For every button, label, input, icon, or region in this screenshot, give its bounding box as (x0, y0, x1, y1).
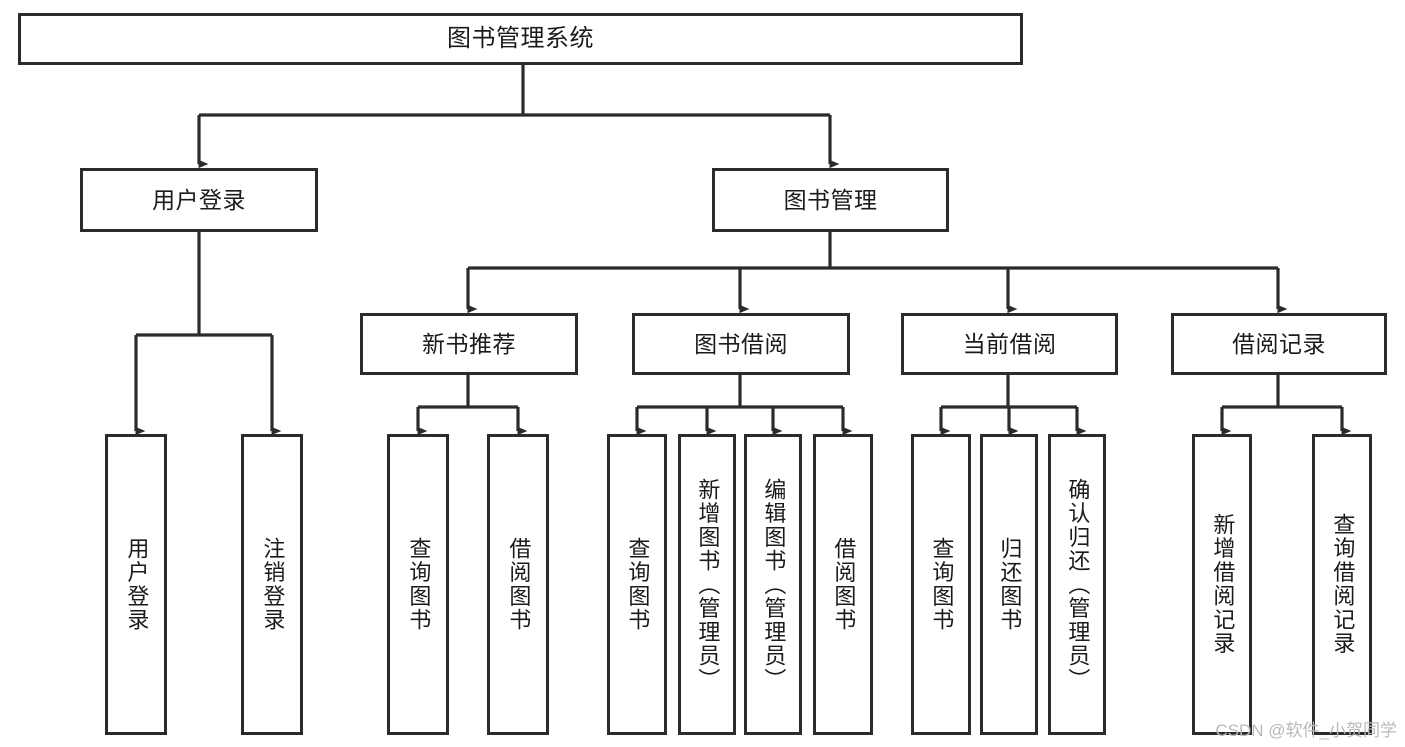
leaf-current-borrow-confirm-return-admin[interactable]: 确认归还（管理员） (1048, 434, 1106, 735)
leaf-book-borrow-edit-book-admin[interactable]: 编辑图书（管理员） (744, 434, 802, 735)
node-label: 归还图书 (997, 536, 1023, 633)
node-label: 注销登录 (260, 536, 286, 633)
node-label: 图书借阅 (694, 330, 788, 357)
node-label: 用户登录 (124, 536, 150, 633)
node-label: 当前借阅 (962, 330, 1057, 357)
leaf-book-borrow-borrow-books[interactable]: 借阅图书 (813, 434, 873, 735)
leaf-borrow-record-query-record[interactable]: 查询借阅记录 (1312, 434, 1372, 735)
node-label: 用户登录 (152, 186, 246, 213)
node-label: 借阅图书 (831, 536, 857, 633)
leaf-current-borrow-query-books[interactable]: 查询图书 (911, 434, 971, 735)
node-label: 确认归还（管理员） (1065, 477, 1091, 692)
node-book-management[interactable]: 图书管理 (712, 168, 949, 232)
leaf-current-borrow-return-books[interactable]: 归还图书 (980, 434, 1038, 735)
node-new-book-recommendation[interactable]: 新书推荐 (360, 313, 578, 375)
node-label: 查询借阅记录 (1330, 513, 1356, 656)
node-label: 编辑图书（管理员） (761, 477, 787, 692)
node-root-book-management-system[interactable]: 图书管理系统 (18, 13, 1023, 65)
csdn-watermark: CSDN @软件_小贺同学 (1215, 721, 1397, 740)
leaf-user-login-login[interactable]: 用户登录 (105, 434, 167, 735)
leaf-book-borrow-add-book-admin[interactable]: 新增图书（管理员） (678, 434, 736, 735)
node-label: 图书管理系统 (447, 25, 594, 53)
node-label: 新增图书（管理员） (695, 477, 721, 692)
node-book-borrowing[interactable]: 图书借阅 (632, 313, 850, 375)
node-label: 图书管理 (783, 186, 878, 213)
node-label: 查询图书 (406, 536, 432, 633)
node-borrowing-records[interactable]: 借阅记录 (1171, 313, 1387, 375)
leaf-borrow-record-add-record[interactable]: 新增借阅记录 (1192, 434, 1252, 735)
leaf-new-book-query-books[interactable]: 查询图书 (387, 434, 449, 735)
node-user-login[interactable]: 用户登录 (80, 168, 318, 232)
node-label: 借阅图书 (506, 536, 532, 633)
node-label: 查询图书 (625, 536, 651, 633)
node-label: 新增借阅记录 (1210, 513, 1236, 656)
leaf-new-book-borrow-books[interactable]: 借阅图书 (487, 434, 549, 735)
leaf-book-borrow-query-books[interactable]: 查询图书 (607, 434, 667, 735)
node-label: 新书推荐 (422, 330, 516, 357)
leaf-user-login-logout[interactable]: 注销登录 (241, 434, 303, 735)
node-current-borrowing[interactable]: 当前借阅 (901, 313, 1118, 375)
node-label: 查询图书 (929, 536, 955, 633)
node-label: 借阅记录 (1232, 330, 1326, 357)
